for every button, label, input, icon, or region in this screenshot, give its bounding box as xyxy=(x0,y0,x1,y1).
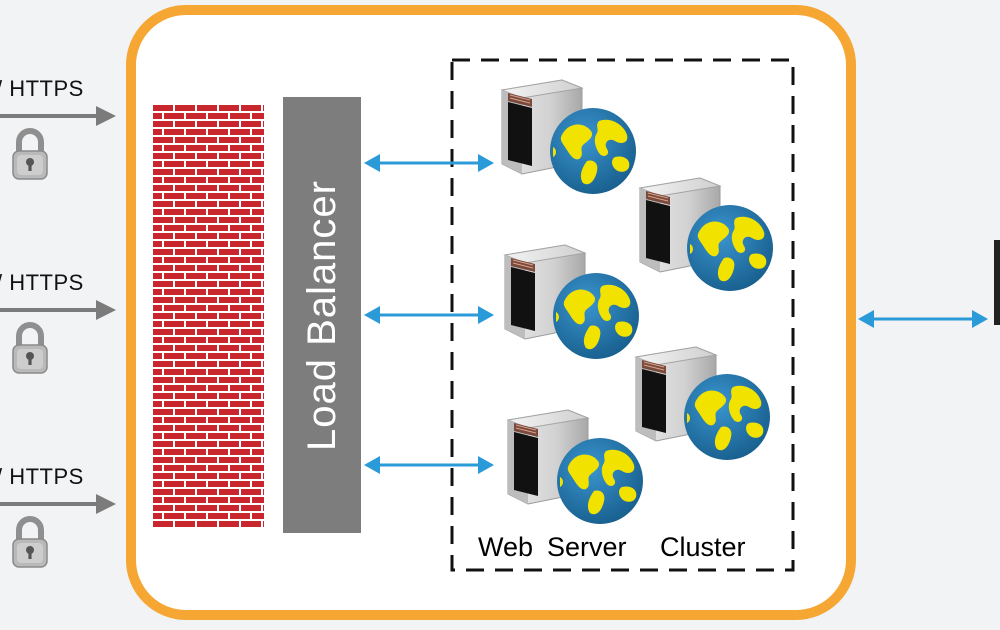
https-label: / HTTPS xyxy=(0,270,84,295)
padlock-icon xyxy=(13,131,47,179)
lb-cluster-arrow-1 xyxy=(364,154,494,172)
incoming-arrow-1 xyxy=(0,106,116,126)
https-label: / HTTPS xyxy=(0,76,84,101)
lb-cluster-arrow-3 xyxy=(364,456,494,474)
load-balancer-block xyxy=(283,97,361,533)
https-label: / HTTPS xyxy=(0,464,84,489)
cluster-label-server: Server xyxy=(547,532,627,562)
cluster-label-cluster: Cluster xyxy=(660,532,746,562)
load-balancer-label-wrap: Load Balancer xyxy=(283,97,361,533)
cluster-boundary xyxy=(450,58,795,572)
padlock-icon xyxy=(13,325,47,373)
cluster-label-web: Web xyxy=(478,532,534,562)
external-link-arrow xyxy=(858,310,988,328)
incoming-arrow-3 xyxy=(0,494,116,514)
lb-cluster-arrow-2 xyxy=(364,306,494,324)
incoming-arrow-2 xyxy=(0,300,116,320)
padlock-icon xyxy=(13,519,47,567)
brick-wall-icon xyxy=(153,103,264,529)
load-balancer-label: Load Balancer xyxy=(299,179,344,451)
external-node-edge xyxy=(994,240,1000,325)
